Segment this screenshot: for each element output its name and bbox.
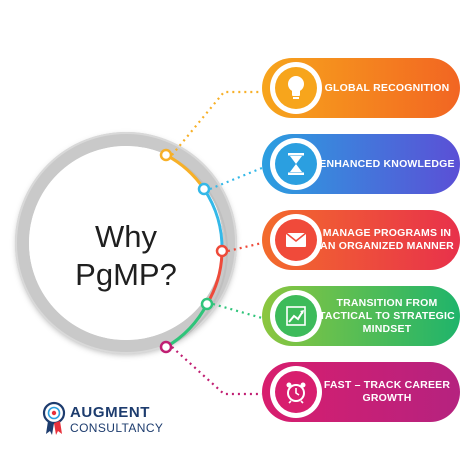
item-label-manage-programs: MANAGE PROGRAMS IN AN ORGANIZED MANNER: [320, 227, 454, 252]
center-title: Why PgMP?: [46, 218, 206, 294]
hourglass-icon: [288, 153, 304, 175]
dotted-connectors: [171, 90, 263, 396]
logo-subtitle: CONSULTANCY: [70, 421, 164, 435]
item-label-enhanced-knowledge: ENHANCED KNOWLEDGE: [319, 157, 455, 170]
icon-badge-4: [270, 366, 322, 418]
award-ribbon-icon: [42, 401, 66, 435]
center-title-line2: PgMP?: [75, 257, 177, 292]
item-label-global-recognition: GLOBAL RECOGNITION: [324, 81, 450, 94]
item-label-fast-track: FAST – TRACK CAREER GROWTH: [323, 379, 451, 404]
envelope-icon: [285, 232, 307, 247]
growth-chart-icon: [286, 306, 306, 326]
alarm-clock-icon: [286, 382, 306, 404]
icon-badge-2: [270, 214, 322, 266]
center-title-line1: Why: [95, 219, 157, 254]
connector-dots: [159, 148, 229, 354]
logo-name: AUGMENT: [70, 404, 151, 421]
icon-badge-1: [270, 138, 322, 190]
lightbulb-icon: [288, 76, 304, 99]
center-ring: [15, 132, 237, 354]
logo: AUGMENT CONSULTANCY: [40, 402, 190, 442]
icon-badge-0: [270, 62, 322, 114]
icon-badge-3: [270, 290, 322, 342]
item-label-transition: TRANSITION FROM TACTICAL TO STRATEGIC MI…: [319, 296, 455, 335]
